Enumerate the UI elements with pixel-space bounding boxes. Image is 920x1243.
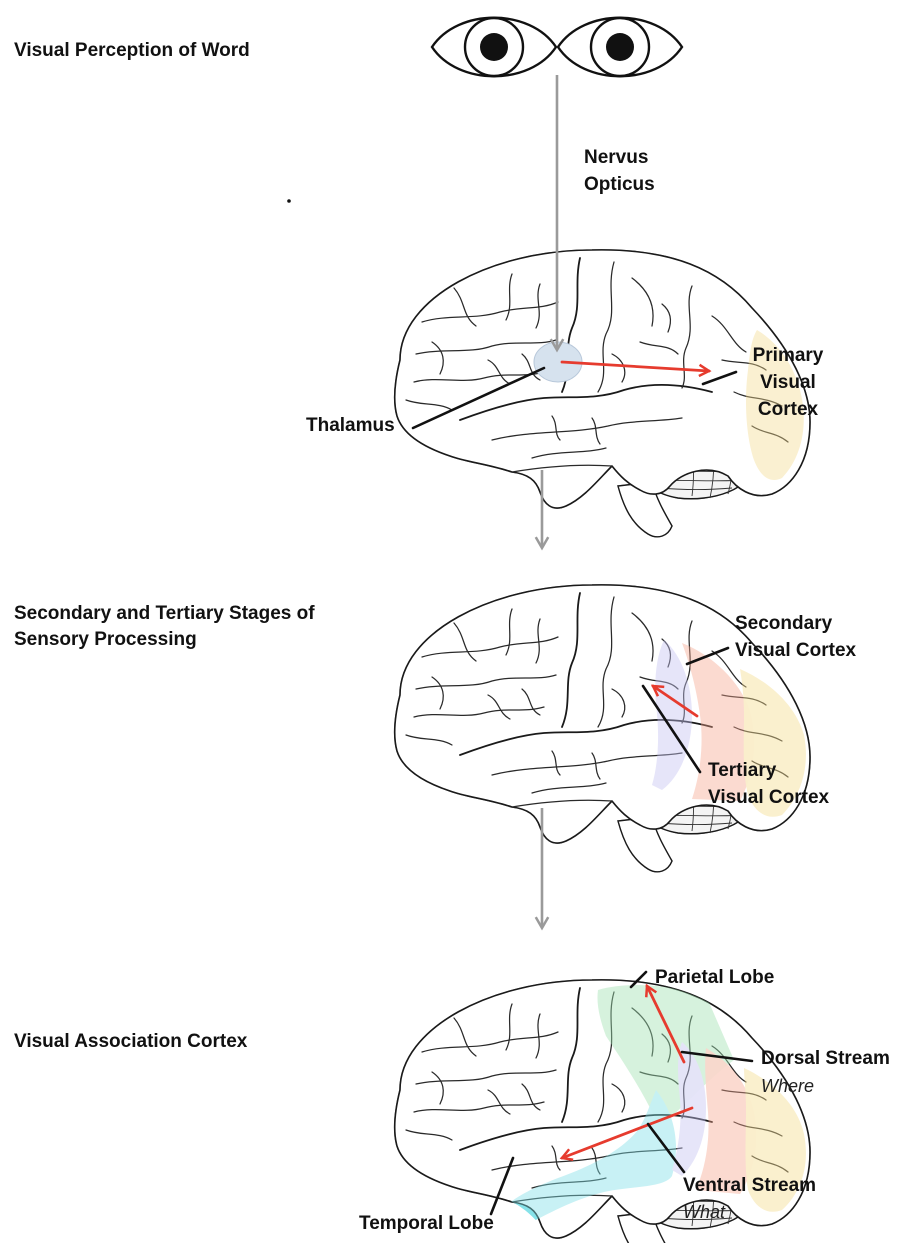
stage-title-line: Visual Association Cortex [14, 1029, 247, 1055]
label-line: Secondary [735, 610, 856, 637]
label-line: Tertiary [708, 757, 829, 784]
label-line: Visual Cortex [735, 637, 856, 664]
label-line: Ventral Stream [683, 1172, 816, 1199]
dorsal-stream-sublabel: Where [761, 1075, 814, 1097]
temporal-lobe-label: Temporal Lobe [359, 1210, 494, 1237]
label-line: Nervus [584, 144, 655, 171]
thalamus-label: Thalamus [306, 412, 395, 439]
label-line: Cortex [738, 396, 838, 423]
label-line: Thalamus [306, 412, 395, 439]
ventral-stream-sublabel: What [683, 1201, 725, 1223]
stage-title-visual-association: Visual Association Cortex [14, 1029, 247, 1055]
label-line: Opticus [584, 171, 655, 198]
stage-title-visual-perception: Visual Perception of Word [14, 38, 250, 64]
stage-title-line: Secondary and Tertiary Stages of [14, 601, 315, 627]
dorsal-stream-label: Dorsal Stream [761, 1045, 890, 1072]
parietal-lobe-label: Parietal Lobe [655, 964, 774, 991]
left-eye-icon [432, 18, 556, 77]
label-line: Dorsal Stream [761, 1045, 890, 1072]
label-line: Primary [738, 342, 838, 369]
label-line: Parietal Lobe [655, 964, 774, 991]
secondary-visual-cortex-label: Secondary Visual Cortex [735, 610, 856, 664]
stage-title-line: Sensory Processing [14, 627, 315, 653]
tertiary-visual-cortex-label: Tertiary Visual Cortex [708, 757, 829, 811]
primary-visual-cortex-label: Primary Visual Cortex [738, 342, 838, 423]
stage-title-secondary-tertiary: Secondary and Tertiary Stages of Sensory… [14, 601, 315, 653]
brain-illustration-stage-3 [395, 980, 810, 1243]
stray-dot [287, 199, 291, 203]
ventral-stream-label: Ventral Stream [683, 1172, 816, 1199]
label-line: Visual [738, 369, 838, 396]
nervus-opticus-label: Nervus Opticus [584, 144, 655, 198]
stage-title-line: Visual Perception of Word [14, 38, 250, 64]
label-line: Visual Cortex [708, 784, 829, 811]
right-eye-icon [558, 18, 682, 77]
label-line: Temporal Lobe [359, 1210, 494, 1237]
